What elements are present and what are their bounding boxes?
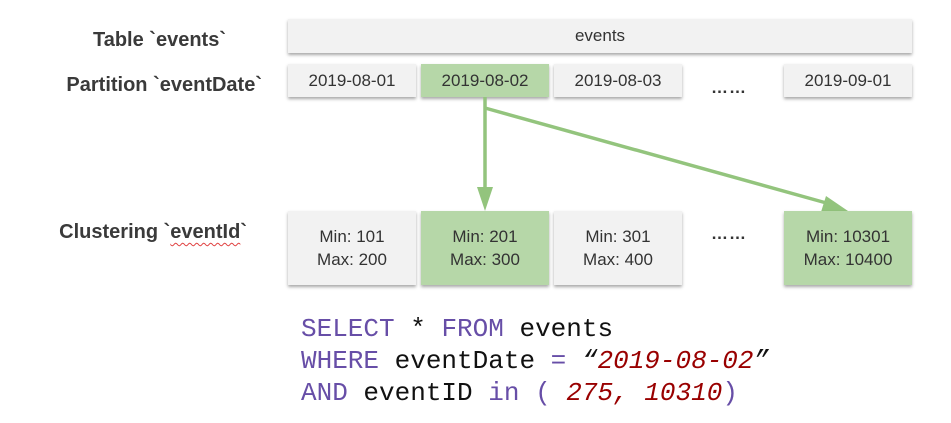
sql-paren: ( <box>535 378 551 408</box>
partition-ellipsis: …… <box>711 78 747 97</box>
partition-label: 2019-08-02 <box>441 70 529 90</box>
row-label-clustering: Clustering `eventId` <box>59 221 247 244</box>
cluster-ellipsis: …… <box>711 224 747 243</box>
sql-text: eventDate <box>379 346 551 376</box>
row-label-partition: Partition `eventDate` <box>66 74 262 97</box>
partition-box: 2019-08-03 <box>554 64 682 97</box>
row-label-partition-name: `eventDate` <box>153 74 262 96</box>
sql-literal: 275, 10310 <box>550 378 723 408</box>
sql-keyword: FROM <box>441 314 504 344</box>
sql-text: events <box>503 314 614 344</box>
partition-box-highlighted: 2019-08-02 <box>421 64 549 97</box>
sql-text <box>566 346 582 376</box>
cluster-min: Min: 201 <box>452 227 518 246</box>
cluster-max: Max: 400 <box>583 250 653 269</box>
cluster-min: Min: 301 <box>585 227 651 246</box>
sql-text: * <box>394 314 442 344</box>
row-label-table-name: `events` <box>149 29 226 51</box>
cluster-max: Max: 10400 <box>803 250 893 269</box>
row-label-clustering-name: eventId <box>170 221 241 243</box>
row-label-table-prefix: Table <box>92 29 150 51</box>
partition-label: 2019-08-03 <box>574 70 662 90</box>
sql-operator: = <box>550 346 567 376</box>
arrow-to-cluster-2 <box>477 97 493 211</box>
sql-text <box>519 378 535 408</box>
sql-keyword: AND <box>301 378 348 408</box>
sql-line-1: SELECT * FROM events <box>301 313 769 345</box>
partition-box: 2019-09-01 <box>784 64 912 97</box>
partition-label: 2019-08-01 <box>308 70 396 90</box>
sql-keyword: in <box>488 378 520 408</box>
sql-paren: ) <box>722 378 738 408</box>
partition-label: 2019-09-01 <box>804 70 892 90</box>
table-events-box: events <box>288 19 912 53</box>
cluster-min: Min: 10301 <box>805 227 891 246</box>
partition-box: 2019-08-01 <box>288 64 416 97</box>
sql-quote: “ <box>581 346 598 376</box>
sql-literal: 2019-08-02 <box>597 346 754 376</box>
cluster-max: Max: 300 <box>450 250 520 269</box>
table-name: events <box>574 26 626 45</box>
cluster-min: Min: 101 <box>319 227 385 246</box>
arrow-to-cluster-last <box>484 106 848 212</box>
row-label-clustering-prefix: Clustering ` <box>59 221 171 243</box>
row-label-clustering-suffix: ` <box>240 221 247 243</box>
sql-keyword: WHERE <box>301 346 380 376</box>
sql-line-2: WHERE eventDate = “2019-08-02” <box>301 345 769 377</box>
sql-quote: ” <box>753 346 770 376</box>
cluster-max: Max: 200 <box>317 250 387 269</box>
sql-keyword: SELECT <box>301 314 395 344</box>
sql-text: eventID <box>347 378 489 408</box>
row-label-table: Table `events` <box>93 29 226 52</box>
sql-line-3: AND eventID in ( 275, 10310) <box>301 377 769 409</box>
row-label-partition-prefix: Partition <box>66 74 154 96</box>
